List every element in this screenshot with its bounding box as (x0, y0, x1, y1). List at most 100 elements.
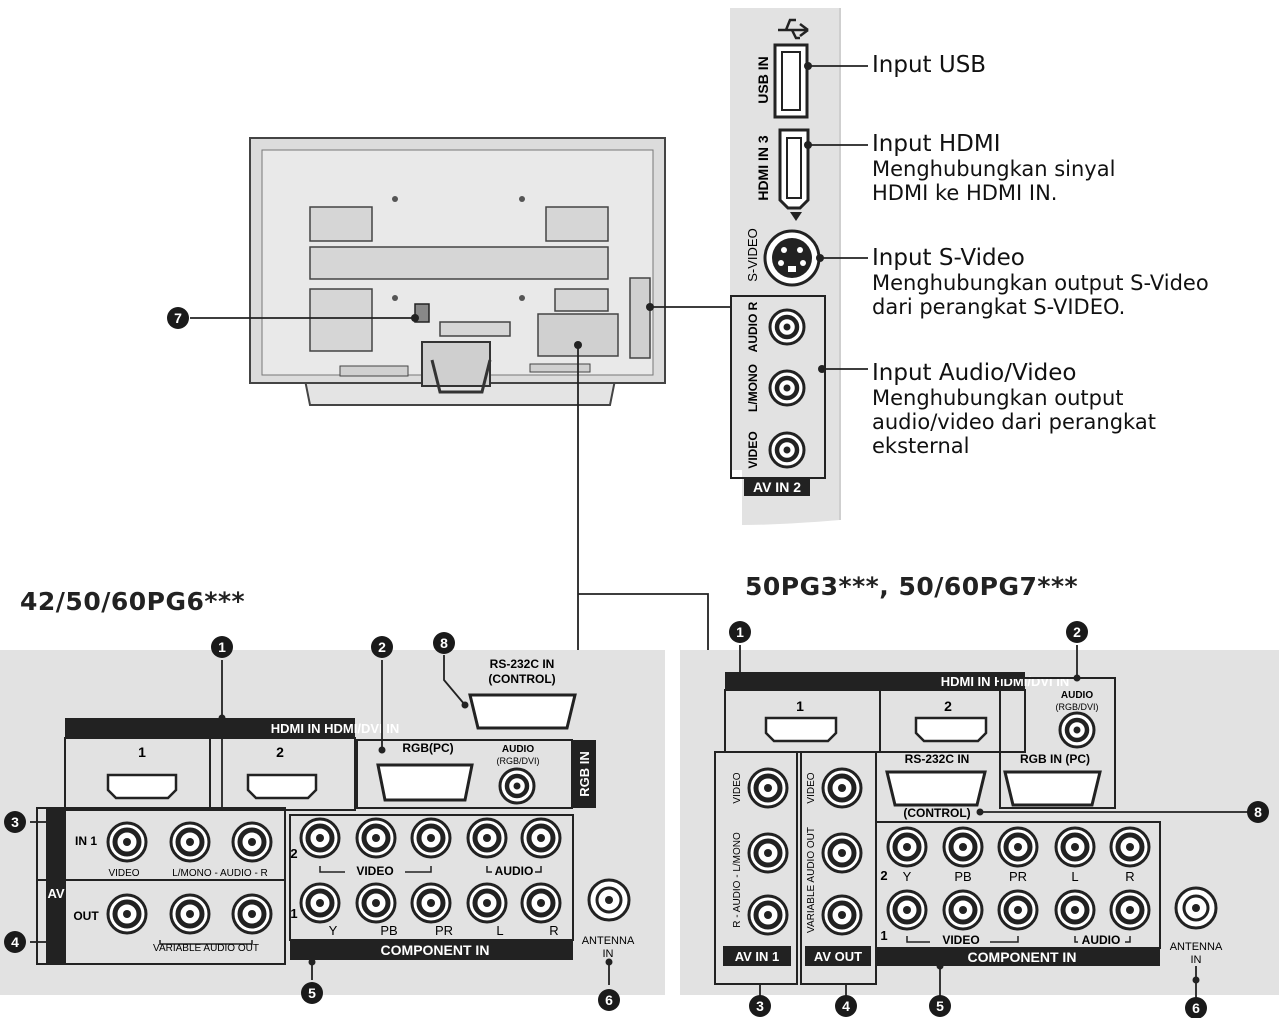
lmono-label: L/MONO (746, 364, 760, 412)
left-y-label: Y (329, 923, 338, 938)
badge-6-label: 6 (1192, 1000, 1200, 1016)
left-av-video-label: VIDEO (108, 868, 139, 879)
callout-svideo-desc: Menghubungkan output S-Video dari perang… (872, 271, 1209, 319)
badge-7-label: 7 (174, 310, 182, 326)
triangle-down-icon (790, 212, 802, 221)
right-l-label: L (1071, 869, 1078, 884)
right-audio-sub-label: (RGB/DVI) (1055, 702, 1098, 712)
right-antenna-label: ANTENNA (1170, 941, 1223, 953)
right-hdmi-2-port[interactable] (914, 716, 988, 743)
right-rs232-port[interactable] (885, 770, 987, 807)
callout-hdmi: Input HDMI Menghubungkan sinyal HDMI ke … (872, 131, 1115, 205)
badge-4-label: 4 (842, 998, 850, 1014)
right-hdmi-2-label: 2 (944, 698, 952, 714)
right-pr-label: PR (1009, 869, 1027, 884)
right-connection-panel: HDMI IN HDMI/DVI IN 1 2 AUDIO (RGB/DVI) … (680, 645, 1279, 1000)
right-control-label: (CONTROL) (903, 806, 970, 820)
left-comp-audio-label: AUDIO (495, 864, 534, 878)
badge-1-label: 1 (736, 624, 744, 640)
badge-6-marker (598, 989, 620, 1011)
av-in2-label: AV IN 2 (753, 479, 801, 495)
badge-6-marker (1185, 997, 1207, 1018)
left-rgb-in-label: RGB IN (577, 751, 592, 797)
left-antenna-in-label: IN (603, 948, 614, 960)
badge-3-label: 3 (756, 998, 764, 1014)
callout-usb: Input USB (872, 52, 986, 78)
left-r-label: R (549, 923, 558, 938)
left-component-in-label: COMPONENT IN (381, 942, 490, 958)
left-l-label: L (496, 923, 503, 938)
svideo-port[interactable] (763, 229, 821, 287)
left-hdmi-1-port[interactable] (106, 773, 178, 800)
callout-av: Input Audio/Video Menghubungkan output a… (872, 360, 1156, 458)
badge-8-marker (433, 632, 455, 654)
left-hdmi-title: HDMI IN HDMI/DVI IN (271, 721, 400, 736)
left-av-audio-label: L/MONO - AUDIO - R (172, 868, 268, 879)
badge-8-label: 8 (440, 635, 448, 651)
left-out-label: OUT (73, 909, 99, 923)
callout-av-desc: Menghubungkan output audio/video dari pe… (872, 386, 1156, 458)
right-pb-label: PB (954, 869, 971, 884)
right-av-out-audio-label: VARIABLE AUDIO OUT (806, 827, 817, 933)
badge-1-marker (211, 636, 233, 658)
right-comp-audio-label: AUDIO (1082, 933, 1121, 947)
badge-2-label: 2 (378, 639, 386, 655)
badge-2-marker (371, 636, 393, 658)
left-pb-label: PB (380, 923, 397, 938)
callout-usb-title: Input USB (872, 52, 987, 78)
right-av-out-video-label: VIDEO (806, 772, 817, 803)
right-audio-label: AUDIO (1061, 690, 1093, 701)
badge-4-label: 4 (11, 934, 19, 950)
left-hdmi-2-label: 2 (276, 744, 284, 760)
usb-label: USB IN (755, 56, 771, 103)
callout-hdmi-title: Input HDMI (872, 131, 1001, 157)
right-antenna-port[interactable] (1174, 886, 1218, 930)
left-rs232-label: RS-232C IN (490, 657, 555, 671)
left-pr-label: PR (435, 923, 453, 938)
callout-lines (577, 65, 868, 650)
hdmi3-port[interactable] (778, 128, 810, 210)
model-left-title: 42/50/60PG6*** (20, 587, 246, 616)
right-y-label: Y (903, 869, 912, 884)
badge-2-marker (1066, 621, 1088, 643)
right-rs232-label: RS-232C IN (905, 752, 970, 766)
left-control-label: (CONTROL) (488, 672, 555, 686)
left-connection-panel: HDMI IN HDMI/DVI IN 1 2 RGB IN RGB(PC) A… (0, 650, 665, 995)
left-audio-label: AUDIO (502, 744, 534, 755)
side-panel: USB IN HDMI IN 3 S-VIDEO AUDIO R L/MONO … (730, 8, 841, 525)
badge-5-label: 5 (308, 985, 316, 1001)
badge-1-label: 1 (218, 639, 226, 655)
right-hdmi-1-port[interactable] (764, 716, 838, 743)
badge-3-marker (4, 811, 26, 833)
badge-3-label: 3 (11, 814, 19, 830)
callout-svideo: Input S-Video Menghubungkan output S-Vid… (872, 245, 1209, 319)
right-rgb-port[interactable] (1003, 770, 1102, 807)
badge-8-marker (1247, 801, 1269, 823)
left-rgb-pc-label: RGB(PC) (402, 741, 453, 755)
left-rgb-port[interactable] (376, 763, 474, 802)
usb-port[interactable] (773, 43, 809, 119)
badge-5-marker (929, 995, 951, 1017)
badge-6-label: 6 (605, 992, 613, 1008)
right-comp-row2-label: 2 (880, 868, 887, 883)
right-av-in1-video-label: VIDEO (732, 772, 743, 803)
right-av-in1-label: AV IN 1 (735, 949, 780, 964)
left-av-label: AV (47, 886, 64, 901)
right-rgb-in-label: RGB IN (PC) (1020, 752, 1090, 766)
left-hdmi-2-port[interactable] (246, 773, 318, 800)
left-rs232-port[interactable] (468, 693, 577, 730)
badge-8-label: 8 (1254, 804, 1262, 820)
right-hdmi-1-label: 1 (796, 698, 804, 714)
left-antenna-port[interactable] (587, 878, 631, 922)
badge-3-marker (749, 995, 771, 1017)
left-var-audio-label: VARIABLE AUDIO OUT (153, 943, 259, 954)
badge-5-marker (301, 982, 323, 1004)
callout-av-title: Input Audio/Video (872, 360, 1077, 386)
right-comp-row1-label: 1 (880, 928, 887, 943)
callout-hdmi-desc: Menghubungkan sinyal HDMI ke HDMI IN. (872, 157, 1116, 205)
left-audio-sub-label: (RGB/DVI) (496, 756, 539, 766)
right-antenna-in-label: IN (1191, 954, 1202, 966)
badge-1-marker (729, 621, 751, 643)
badge-5-label: 5 (936, 998, 944, 1014)
